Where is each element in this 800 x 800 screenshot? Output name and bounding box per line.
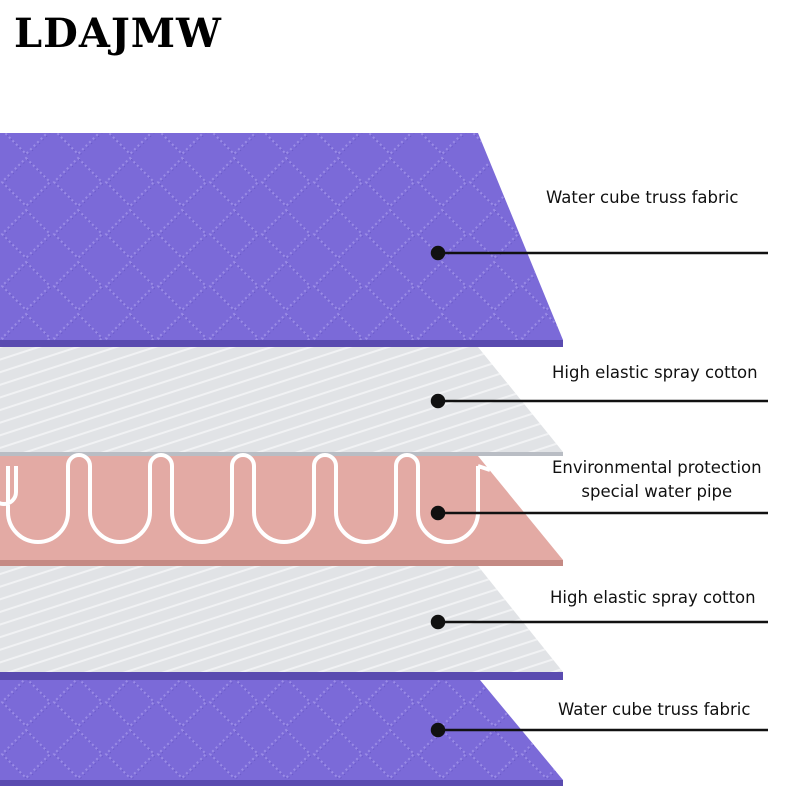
- label-line: special water pipe: [581, 482, 733, 501]
- label-line: High elastic spray cotton: [552, 363, 758, 382]
- layer-edge: [0, 780, 563, 786]
- layer-water-pipe: [0, 453, 563, 566]
- label-water-cube-fabric-bottom: Water cube truss fabric: [558, 698, 750, 722]
- layer-edge: [0, 560, 563, 566]
- layer-texture: [0, 566, 563, 672]
- label-water-pipe: Environmental protection special water p…: [552, 456, 762, 504]
- layer-spray-cotton-2: [0, 566, 563, 680]
- layer-water-cube-fabric-top: [0, 133, 563, 347]
- label-spray-cotton-2: High elastic spray cotton: [550, 586, 756, 610]
- pointer-lines: [430, 245, 768, 738]
- label-line: Water cube truss fabric: [546, 188, 739, 207]
- layer-texture: [0, 133, 563, 340]
- layer-edge: [0, 672, 563, 680]
- label-spray-cotton-1: High elastic spray cotton: [552, 361, 758, 385]
- label-line: High elastic spray cotton: [550, 588, 756, 607]
- layer-edge: [0, 452, 563, 456]
- brand-logo-text: LDAJMW: [14, 10, 222, 57]
- layer-texture: [0, 347, 563, 452]
- layer-texture: [0, 680, 563, 780]
- label-line: Water cube truss fabric: [558, 700, 751, 719]
- label-water-cube-fabric-top: Water cube truss fabric: [546, 186, 738, 210]
- serpentine-pipe: [0, 453, 491, 544]
- layer-edge: [0, 340, 563, 347]
- label-line: Environmental protection: [552, 458, 762, 477]
- layer-water-cube-fabric-bottom: [0, 680, 563, 786]
- layer-spray-cotton-1: [0, 347, 563, 456]
